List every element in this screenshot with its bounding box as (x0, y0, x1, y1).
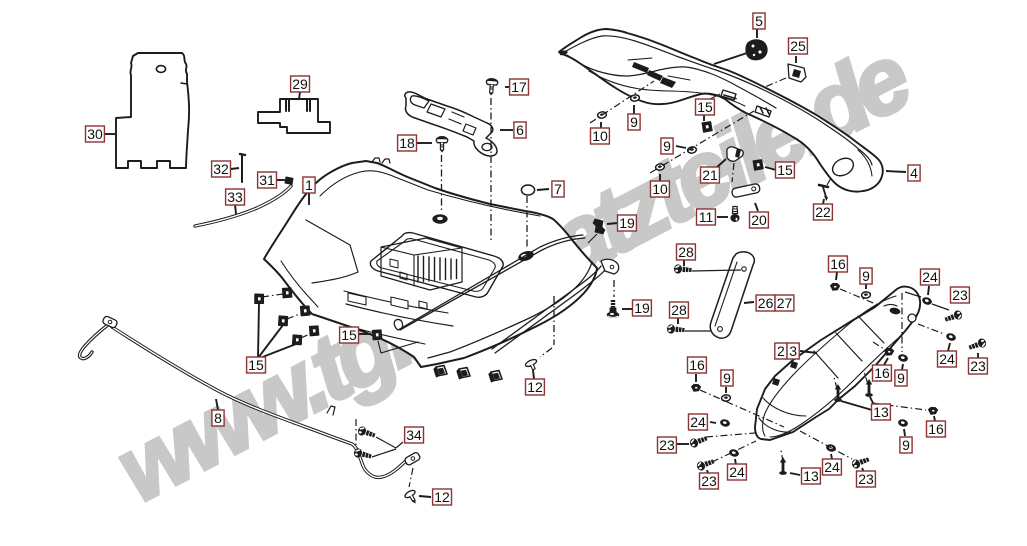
svg-text:24: 24 (939, 351, 955, 367)
svg-text:12: 12 (434, 489, 450, 505)
svg-text:9: 9 (897, 370, 905, 386)
svg-text:21: 21 (702, 167, 718, 183)
svg-text:16: 16 (928, 421, 944, 437)
svg-text:17: 17 (511, 79, 527, 95)
svg-text:32: 32 (213, 161, 229, 177)
svg-text:10: 10 (652, 181, 668, 197)
svg-text:34: 34 (406, 427, 422, 443)
svg-text:11: 11 (699, 209, 714, 225)
svg-text:30: 30 (87, 126, 103, 142)
svg-text:3: 3 (789, 343, 797, 359)
svg-text:31: 31 (259, 172, 275, 188)
svg-text:4: 4 (910, 165, 918, 181)
svg-text:20: 20 (751, 212, 767, 228)
svg-text:23: 23 (970, 358, 986, 374)
svg-text:9: 9 (862, 268, 870, 284)
svg-text:15: 15 (248, 357, 264, 373)
svg-text:23: 23 (659, 437, 675, 453)
svg-text:15: 15 (777, 162, 793, 178)
svg-text:16: 16 (689, 357, 705, 373)
svg-text:24: 24 (729, 464, 745, 480)
svg-text:15: 15 (697, 99, 713, 115)
svg-text:9: 9 (902, 437, 910, 453)
svg-text:6: 6 (516, 122, 524, 138)
svg-text:23: 23 (858, 471, 874, 487)
svg-text:19: 19 (619, 215, 635, 231)
svg-text:7: 7 (554, 181, 562, 197)
svg-text:13: 13 (803, 468, 819, 484)
svg-text:27: 27 (777, 295, 793, 311)
svg-text:24: 24 (922, 269, 938, 285)
svg-text:2: 2 (777, 343, 785, 359)
svg-text:24: 24 (690, 414, 706, 430)
svg-text:22: 22 (815, 204, 831, 220)
svg-text:13: 13 (873, 404, 889, 420)
svg-text:9: 9 (723, 370, 731, 386)
svg-text:12: 12 (527, 379, 543, 395)
svg-text:10: 10 (592, 128, 608, 144)
svg-text:33: 33 (227, 189, 243, 205)
svg-text:1: 1 (305, 177, 313, 193)
svg-text:16: 16 (874, 365, 890, 381)
svg-text:23: 23 (952, 287, 968, 303)
svg-text:16: 16 (830, 256, 846, 272)
svg-text:28: 28 (671, 302, 687, 318)
svg-text:9: 9 (663, 138, 671, 154)
svg-text:8: 8 (214, 410, 222, 426)
svg-text:25: 25 (790, 38, 806, 54)
svg-text:15: 15 (341, 327, 357, 343)
svg-text:29: 29 (292, 76, 308, 92)
svg-text:24: 24 (824, 459, 840, 475)
svg-text:23: 23 (701, 473, 717, 489)
svg-text:28: 28 (678, 244, 694, 260)
svg-text:19: 19 (634, 300, 650, 316)
svg-text:26: 26 (758, 295, 774, 311)
svg-text:5: 5 (755, 13, 763, 29)
svg-text:9: 9 (630, 114, 638, 130)
svg-text:18: 18 (399, 135, 415, 151)
